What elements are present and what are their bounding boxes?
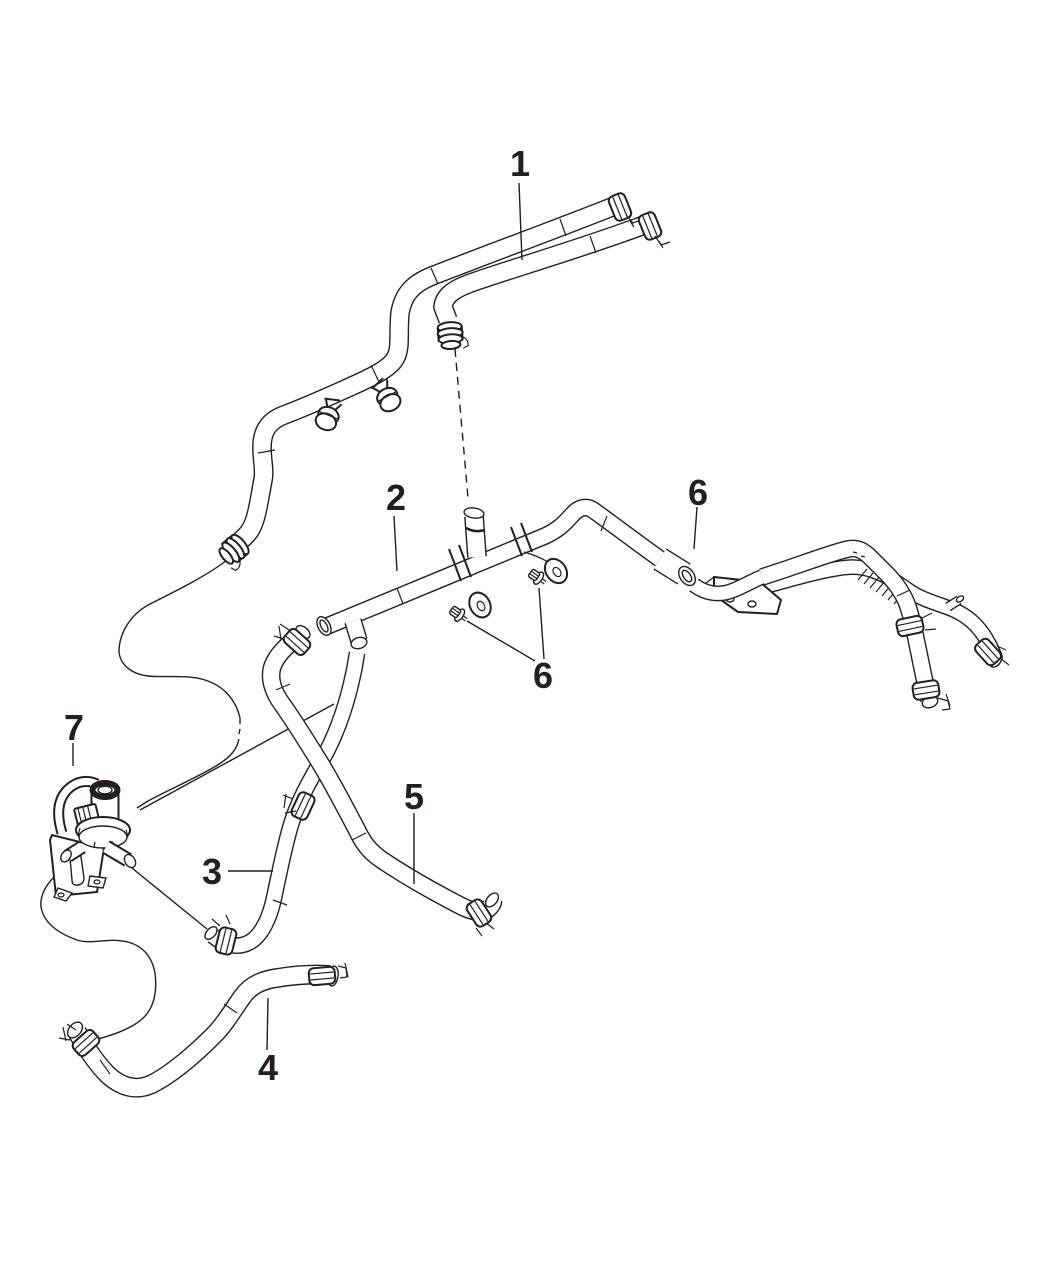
leader-1 [518, 182, 523, 261]
pump-lower-thin-hose [40, 877, 157, 1041]
hose-branch-connector [435, 320, 470, 351]
callout-5: 5 [404, 776, 424, 817]
coupling-pipe [690, 570, 765, 600]
leader-2 [393, 515, 398, 572]
leader-6-lower-right [538, 587, 545, 660]
leader-4 [266, 997, 269, 1051]
pump-supply-hose-3 [204, 651, 366, 957]
aux-coolant-pump [48, 775, 137, 902]
callout-6-upper: 6 [688, 472, 708, 513]
tube-quick-connect-stub [465, 515, 486, 558]
callout-3: 3 [202, 851, 222, 892]
callout-7: 7 [64, 707, 84, 748]
callout-4: 4 [258, 1047, 278, 1088]
hose-clamp [307, 965, 337, 987]
hose-clamp [910, 678, 942, 702]
heater-hose-4 [58, 962, 349, 1098]
callout-6-lower: 6 [533, 655, 553, 696]
rear-heater-tube-assembly [689, 539, 1010, 711]
callout-2: 2 [386, 477, 406, 518]
heater-hose-upper [234, 195, 626, 548]
callouts: 1 2 3 4 5 6 6 7 [64, 143, 708, 1088]
heater-hose-pair [214, 190, 671, 573]
bracket-bolt-6 [446, 602, 471, 627]
leader-6-upper [693, 506, 698, 550]
pump-feed-thin-hose [118, 559, 241, 809]
leader-6-lower-left [466, 620, 536, 662]
callout-1: 1 [510, 143, 530, 184]
heater-hose-lower [434, 214, 656, 324]
coolant-tube-assembly-2 [316, 498, 697, 650]
heater-return-hose-5 [261, 623, 503, 937]
coolant-tube [322, 500, 665, 634]
